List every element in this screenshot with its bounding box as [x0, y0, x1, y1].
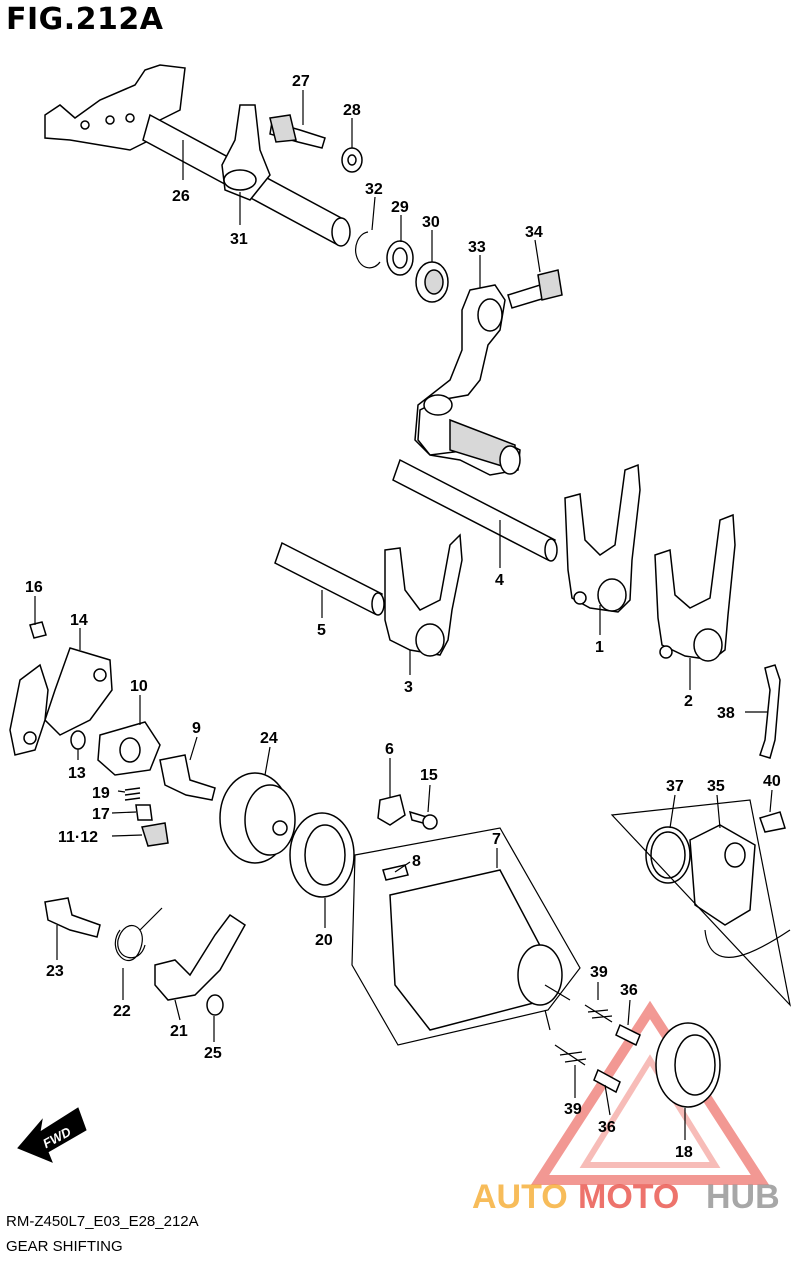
dowel-8 [382, 864, 409, 881]
screw-16 [29, 621, 47, 639]
cam-drum [389, 869, 546, 1031]
pawl-11-12 [141, 822, 169, 847]
callout-23: 23 [46, 963, 64, 980]
callout-33: 33 [468, 239, 486, 256]
figure-caption: GEAR SHIFTING [6, 1238, 123, 1255]
callout-18: 18 [675, 1144, 693, 1161]
watermark-logo [530, 1000, 770, 1185]
callout-34: 34 [525, 224, 543, 241]
spring-39a [584, 1004, 613, 1023]
shift-shaft-assembly [44, 64, 449, 303]
callout-28: 28 [343, 102, 361, 119]
gearshift-cam-7 [351, 827, 581, 1046]
pin-36a [615, 1023, 641, 1047]
callout-15: 15 [420, 767, 438, 784]
stopper-14 [44, 647, 113, 736]
shift-fork-3 [384, 533, 463, 656]
callout-19: 19 [92, 785, 110, 802]
callout-38: 38 [717, 705, 735, 722]
callout-22: 22 [113, 1003, 131, 1020]
gearshift-arm-group [44, 897, 246, 1016]
bearing-20 [289, 812, 355, 898]
pin-36b [593, 1068, 621, 1094]
callout-27: 27 [292, 73, 310, 90]
callout-5: 5 [317, 622, 326, 639]
callout-29: 29 [391, 199, 409, 216]
gear-position-switch [610, 799, 791, 1007]
figure-title: FIG.212A [6, 2, 164, 37]
callout-24: 24 [260, 730, 278, 747]
callout-2: 2 [684, 693, 693, 710]
callout-14: 14 [70, 612, 88, 629]
gearshift-cam-group [9, 621, 169, 847]
callout-39-upper: 39 [590, 964, 608, 981]
spring-39b [554, 1044, 587, 1066]
callout-21: 21 [170, 1023, 188, 1040]
watermark-moto: MOTO [578, 1178, 679, 1216]
callout-31: 31 [230, 231, 248, 248]
bolt-40 [759, 811, 786, 833]
gearshift-arm-21 [154, 913, 246, 1001]
plate-6 [377, 794, 406, 826]
spring-19 [124, 787, 141, 801]
callout-20: 20 [315, 932, 333, 949]
callout-26: 26 [172, 188, 190, 205]
callout-3: 3 [404, 679, 413, 696]
callout-30: 30 [422, 214, 440, 231]
callout-1: 1 [595, 639, 604, 656]
callout-35: 35 [707, 778, 725, 795]
callout-40: 40 [763, 773, 781, 790]
callout-17: 17 [92, 806, 110, 823]
callout-7: 7 [492, 831, 501, 848]
fork-shaft-5 [274, 541, 383, 616]
fork-shaft-4 [392, 458, 556, 562]
callout-32: 32 [365, 181, 383, 198]
gearshift-cam-24 [219, 772, 296, 864]
bolt-23 [44, 897, 101, 938]
callout-39-lower: 39 [564, 1101, 582, 1118]
fwd-arrow: FWD [17, 1107, 87, 1163]
callout-6: 6 [385, 741, 394, 758]
callout-36-upper: 36 [620, 982, 638, 999]
return-spring-22 [114, 907, 163, 962]
switch-35 [689, 824, 756, 926]
spring-pin-bearing-group [544, 984, 721, 1108]
shift-forks [384, 463, 736, 662]
circlip-32 [355, 231, 381, 269]
clamp-38 [759, 664, 781, 759]
callout-25: 25 [204, 1045, 222, 1062]
fork-shafts [274, 458, 558, 616]
callout-4: 4 [495, 572, 504, 589]
callout-8: 8 [412, 853, 421, 870]
callout-13: 13 [68, 765, 86, 782]
callout-11-12: 11·12 [58, 829, 98, 846]
leader-lines [34, 90, 773, 1140]
callout-10: 10 [130, 678, 148, 695]
pin-17 [135, 804, 153, 821]
callout-9: 9 [192, 720, 201, 737]
callout-labels: 27 28 26 31 32 29 30 33 34 4 5 1 3 2 38 … [25, 73, 781, 1161]
callout-16: 16 [25, 579, 43, 596]
watermark-hub: HUB [706, 1178, 780, 1216]
washer-25 [206, 994, 224, 1016]
switch-wire [704, 929, 791, 958]
watermark-text: AUTO MOTO HUB [472, 1178, 780, 1216]
washer-13 [70, 730, 86, 750]
gearshift-cam-plate [9, 663, 49, 756]
figure-code: RM-Z450L7_E03_E28_212A [6, 1213, 199, 1230]
bolt-9 [159, 754, 216, 801]
callout-36-lower: 36 [598, 1119, 616, 1136]
callout-37: 37 [666, 778, 684, 795]
gearshift-lever-assembly [414, 269, 563, 476]
watermark-auto: AUTO [472, 1178, 568, 1216]
